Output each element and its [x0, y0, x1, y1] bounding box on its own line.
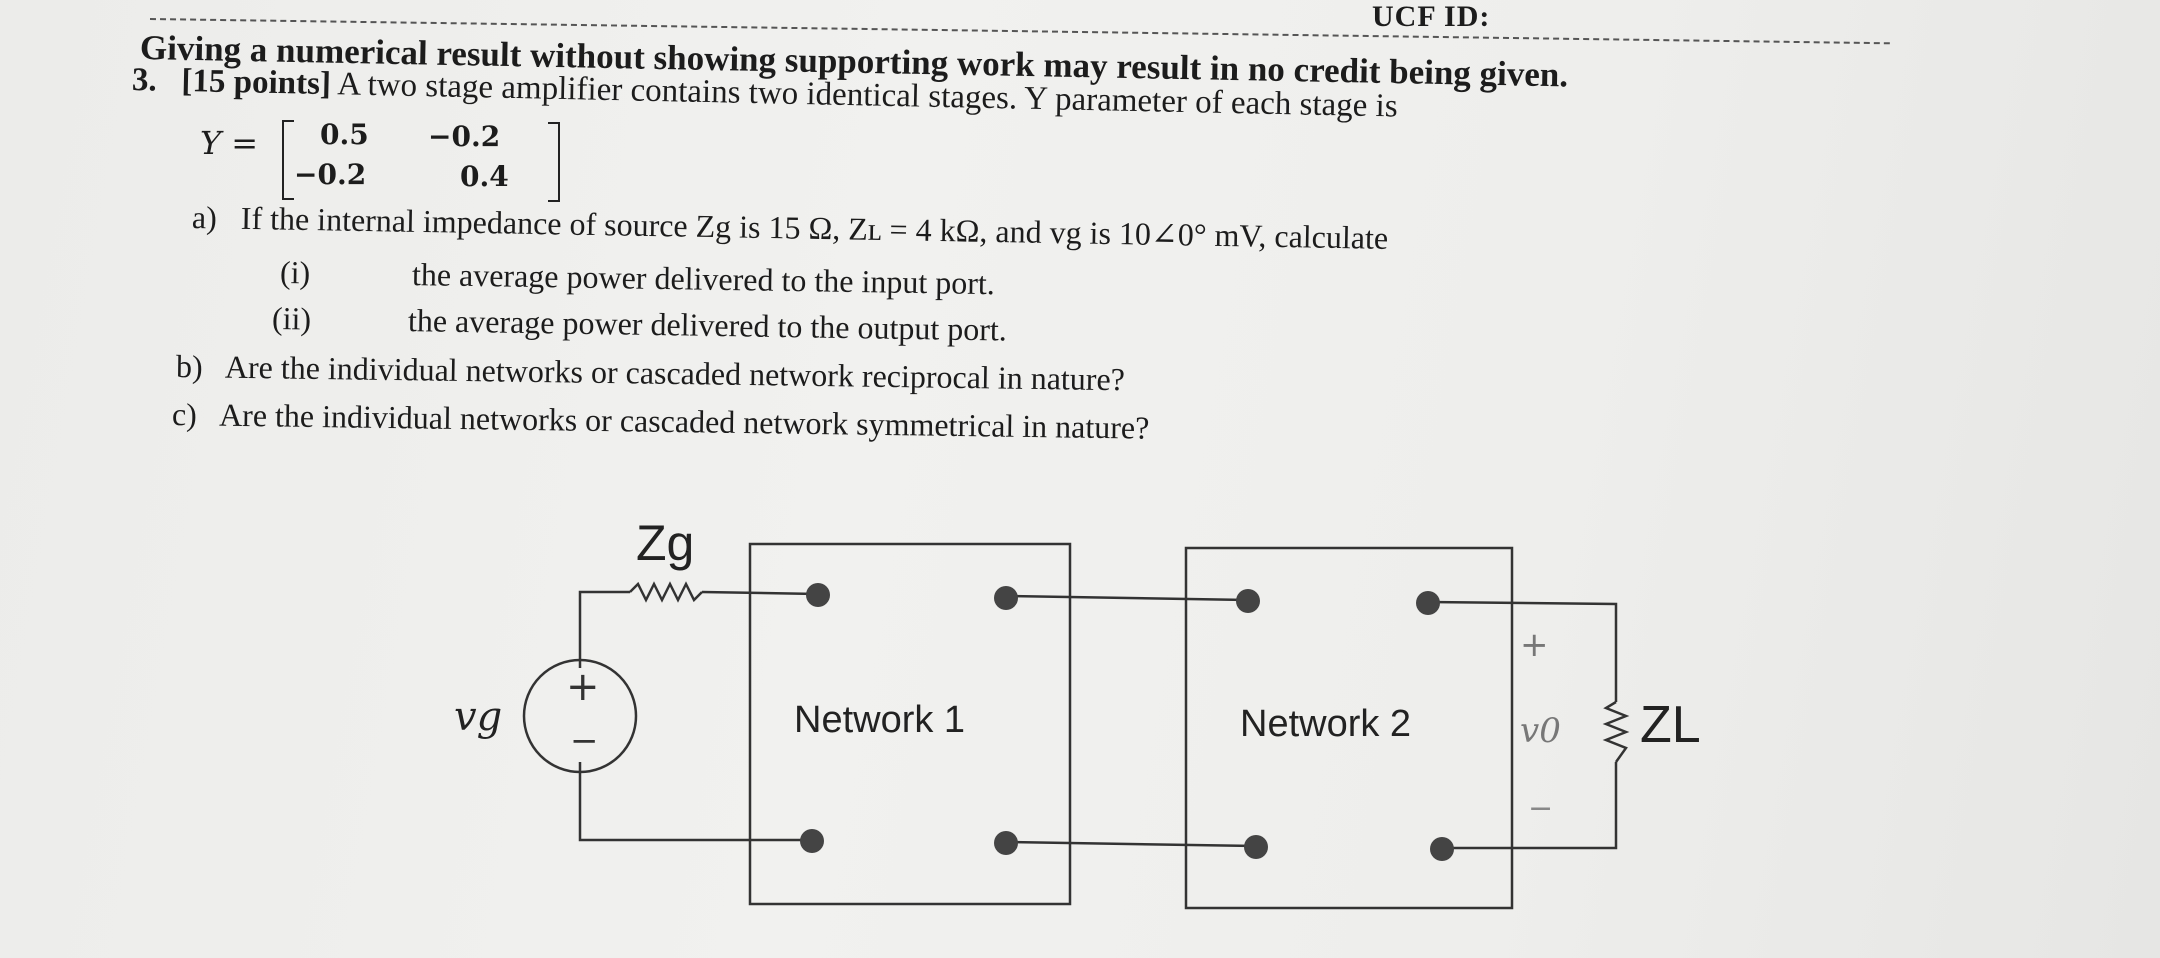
matrix-left-bracket: [282, 120, 294, 200]
vo-plus-sign: +: [1520, 625, 1549, 665]
vo-label: v0: [1520, 711, 1561, 751]
y21: −0.2: [294, 158, 367, 191]
network1-terminal-in-top: [806, 583, 830, 607]
zg-to-network1-wire: [701, 590, 819, 596]
vg-label: vg: [454, 694, 502, 740]
output-top-wire: [1427, 600, 1618, 702]
zl-label: ZL: [1640, 696, 1701, 754]
source-minus-sign: −: [570, 721, 599, 761]
zg-label: Zg: [636, 515, 694, 571]
port-terminals: [800, 583, 1454, 861]
bottom-interconnect-wire: [1005, 840, 1257, 848]
network-2-label: Network 2: [1240, 703, 1411, 745]
ucf-id-label: UCF ID:: [1372, 0, 1491, 33]
network-1-label: Network 1: [794, 699, 965, 741]
source-plus-sign: +: [566, 664, 600, 710]
y22: 0.4: [460, 160, 509, 193]
network2-terminal-in-bottom: [1244, 835, 1268, 859]
network2-terminal-in-top: [1236, 589, 1260, 613]
zg-resistor-symbol: [629, 581, 703, 603]
y12: −0.2: [428, 120, 501, 153]
source-bottom-wire: [578, 762, 812, 842]
top-interconnect-wire: [1005, 594, 1249, 602]
network1-terminal-in-bottom: [800, 829, 824, 853]
network2-terminal-out-bottom: [1430, 837, 1454, 861]
y-parameter-matrix: Y = 0.5 −0.2 −0.2 0.4: [200, 118, 580, 202]
network-1-box: [748, 542, 1072, 906]
zl-resistor-symbol: [1602, 700, 1630, 763]
matrix-right-bracket: [548, 122, 560, 202]
output-bottom-wire: [1442, 762, 1618, 850]
network-2-box: [1184, 546, 1514, 910]
network1-terminal-out-top: [994, 586, 1018, 610]
vo-minus-sign: −: [1528, 791, 1553, 826]
network2-terminal-out-top: [1416, 591, 1440, 615]
y-label: Y =: [200, 124, 259, 162]
y11: 0.5: [320, 118, 369, 151]
source-top-wire: [578, 590, 630, 668]
voltage-source-circle: [522, 658, 638, 774]
network1-terminal-out-bottom: [994, 831, 1018, 855]
